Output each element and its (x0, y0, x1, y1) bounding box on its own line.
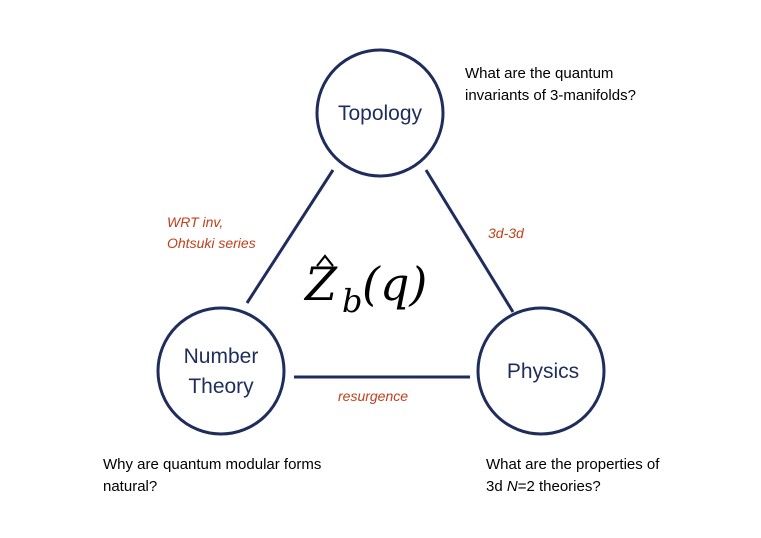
edge-label-3d-3d: 3d-3d (488, 225, 525, 241)
question-physics-line2-italic: N (506, 478, 518, 495)
center-formula: Z b (q) (303, 254, 427, 320)
node-physics-circle (476, 306, 606, 436)
question-topology-line2: invariants of 3-manifolds? (465, 87, 636, 104)
question-physics-line2-pre: 3d (486, 478, 507, 495)
question-physics-line1: What are the properties of (486, 456, 660, 473)
question-topology: What are the quantum invariants of 3-man… (465, 63, 636, 107)
edge-label-wrt-line1: WRT inv, (167, 214, 223, 230)
edge-topology-number-theory (245, 169, 335, 304)
node-number-theory-circle (156, 306, 286, 436)
edge-topology-physics (424, 169, 515, 313)
question-physics-line2: 3d N=2 theories? (486, 476, 659, 498)
formula-argument: (q) (362, 257, 427, 311)
edge-label-resurgence: resurgence (338, 388, 408, 404)
node-topology-label: Topology (338, 102, 423, 125)
question-number-theory-line1: Why are quantum modular forms (103, 456, 322, 473)
edge-label-wrt-line2: Ohtsuki series (167, 235, 256, 251)
node-number-theory-label-line2: Theory (188, 375, 254, 398)
question-physics-line2-post: =2 theories? (517, 478, 601, 495)
formula-subscript: b (342, 282, 362, 320)
question-number-theory-line2: natural? (103, 478, 158, 495)
question-physics: What are the properties of 3d N=2 theori… (486, 454, 659, 498)
question-topology-line1: What are the quantum (465, 65, 614, 82)
node-number-theory-label-line1: Number (184, 345, 259, 368)
node-topology-circle (315, 48, 445, 178)
question-number-theory: Why are quantum modular forms natural? (103, 454, 321, 498)
node-physics-label: Physics (507, 360, 579, 383)
formula-hat (316, 254, 334, 267)
